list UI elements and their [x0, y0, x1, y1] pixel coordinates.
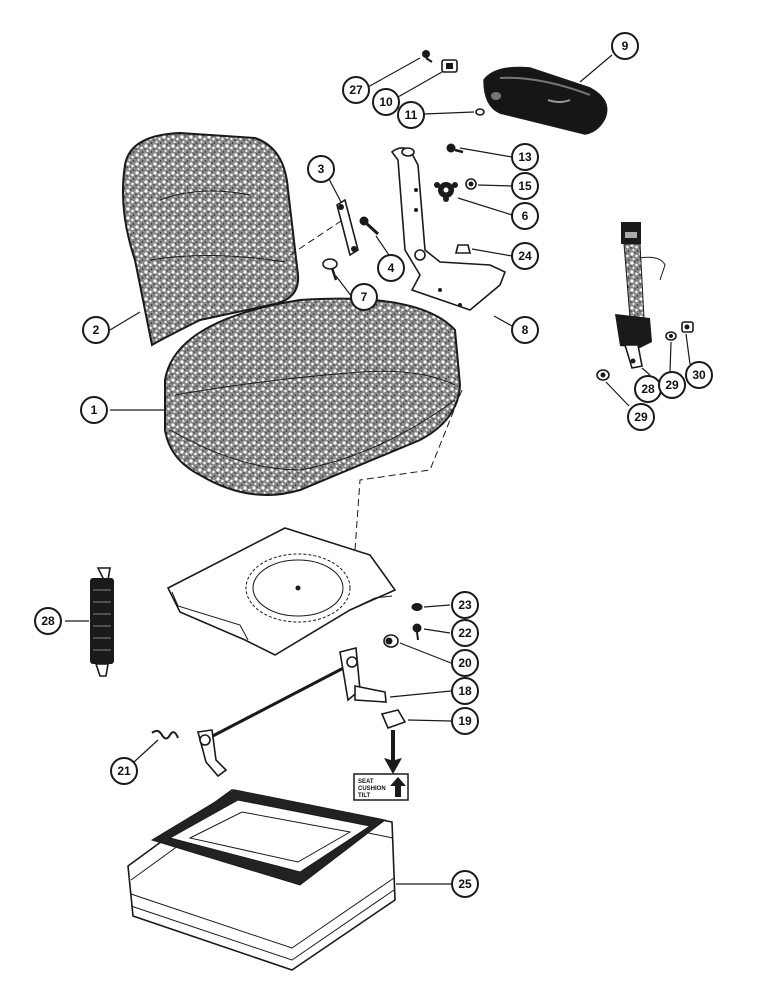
svg-text:20: 20	[458, 656, 472, 670]
callouts: 1 2 3 4 7 8 9 27 10 11 13 15 6 24 28 29 …	[34, 32, 713, 898]
svg-text:6: 6	[522, 209, 529, 223]
svg-text:28: 28	[41, 614, 55, 628]
seat-plate	[166, 527, 397, 656]
leader-lines	[65, 54, 691, 885]
callout-29-upper: 29	[658, 371, 686, 399]
seat-cushion-tilt-decal: SEAT CUSHION TILT	[353, 773, 409, 801]
nut-20	[383, 634, 399, 648]
callout-25: 25	[451, 870, 479, 898]
callout-27: 27	[342, 76, 370, 104]
armrest-bracket	[390, 147, 507, 311]
svg-text:29: 29	[665, 378, 679, 392]
link-bar	[336, 198, 359, 257]
callout-28-spring: 28	[34, 607, 62, 635]
callout-7: 7	[350, 283, 378, 311]
svg-text:10: 10	[379, 95, 393, 109]
armrest	[483, 66, 608, 135]
bolt-22	[412, 623, 422, 641]
svg-text:29: 29	[634, 410, 648, 424]
nut-15	[465, 178, 477, 190]
callout-21: 21	[110, 757, 138, 785]
callout-20: 20	[451, 649, 479, 677]
lever-knob	[380, 709, 407, 730]
svg-text:23: 23	[458, 598, 472, 612]
callout-23: 23	[451, 591, 479, 619]
callout-8: 8	[511, 316, 539, 344]
svg-text:7: 7	[361, 290, 368, 304]
seat-belt	[615, 222, 666, 369]
suspension-boot	[127, 789, 396, 971]
callout-3: 3	[307, 155, 335, 183]
svg-text:22: 22	[458, 626, 472, 640]
decal-line2: CUSHION	[358, 786, 386, 792]
nut-24	[454, 244, 472, 254]
svg-text:15: 15	[518, 179, 532, 193]
bolt-4	[359, 216, 380, 236]
spring-21	[151, 729, 179, 740]
svg-text:8: 8	[522, 323, 529, 337]
callout-30: 30	[685, 361, 713, 389]
nut-30	[681, 321, 694, 333]
knob-6	[434, 182, 458, 202]
screw-27	[422, 50, 433, 63]
seat-back-cushion	[121, 131, 300, 347]
callout-10: 10	[372, 88, 400, 116]
svg-text:24: 24	[518, 249, 532, 263]
svg-text:18: 18	[458, 684, 472, 698]
suspension-spring	[90, 567, 114, 677]
seat-bottom-cushion	[164, 297, 462, 496]
alignment-lines	[289, 214, 463, 551]
arrow-down-icon	[384, 730, 402, 774]
bolt-13	[446, 143, 464, 154]
svg-text:3: 3	[318, 162, 325, 176]
svg-text:1: 1	[91, 403, 98, 417]
svg-text:27: 27	[349, 83, 363, 97]
clip-10	[441, 59, 458, 73]
callout-9: 9	[611, 32, 639, 60]
svg-text:21: 21	[117, 764, 131, 778]
callout-2: 2	[82, 316, 110, 344]
decal-line1: SEAT	[358, 779, 374, 785]
callout-18: 18	[451, 677, 479, 705]
decal-line3: TILT	[358, 793, 371, 799]
callout-1: 1	[80, 396, 108, 424]
nut-29-lower	[596, 369, 610, 381]
callout-28-belt: 28	[634, 375, 662, 403]
arrow-up-icon	[390, 777, 406, 797]
callout-6: 6	[511, 202, 539, 230]
callout-4: 4	[377, 254, 405, 282]
knob-screw	[322, 258, 338, 281]
callout-24: 24	[511, 242, 539, 270]
svg-text:28: 28	[641, 382, 655, 396]
tilt-lever-rod	[196, 646, 387, 778]
nut-29-upper	[665, 331, 677, 341]
svg-text:11: 11	[405, 108, 418, 122]
callout-13: 13	[511, 143, 539, 171]
svg-text:25: 25	[458, 877, 472, 891]
callout-22: 22	[451, 619, 479, 647]
callout-11: 11	[397, 101, 425, 129]
callout-15: 15	[511, 172, 539, 200]
callout-29-lower: 29	[627, 403, 655, 431]
svg-text:30: 30	[692, 368, 706, 382]
svg-text:19: 19	[458, 714, 472, 728]
callout-19: 19	[451, 707, 479, 735]
washer-23	[411, 603, 423, 611]
svg-text:13: 13	[518, 150, 532, 164]
svg-text:9: 9	[622, 39, 629, 53]
svg-text:4: 4	[388, 261, 395, 275]
svg-text:2: 2	[93, 323, 100, 337]
screw-11	[475, 108, 485, 116]
